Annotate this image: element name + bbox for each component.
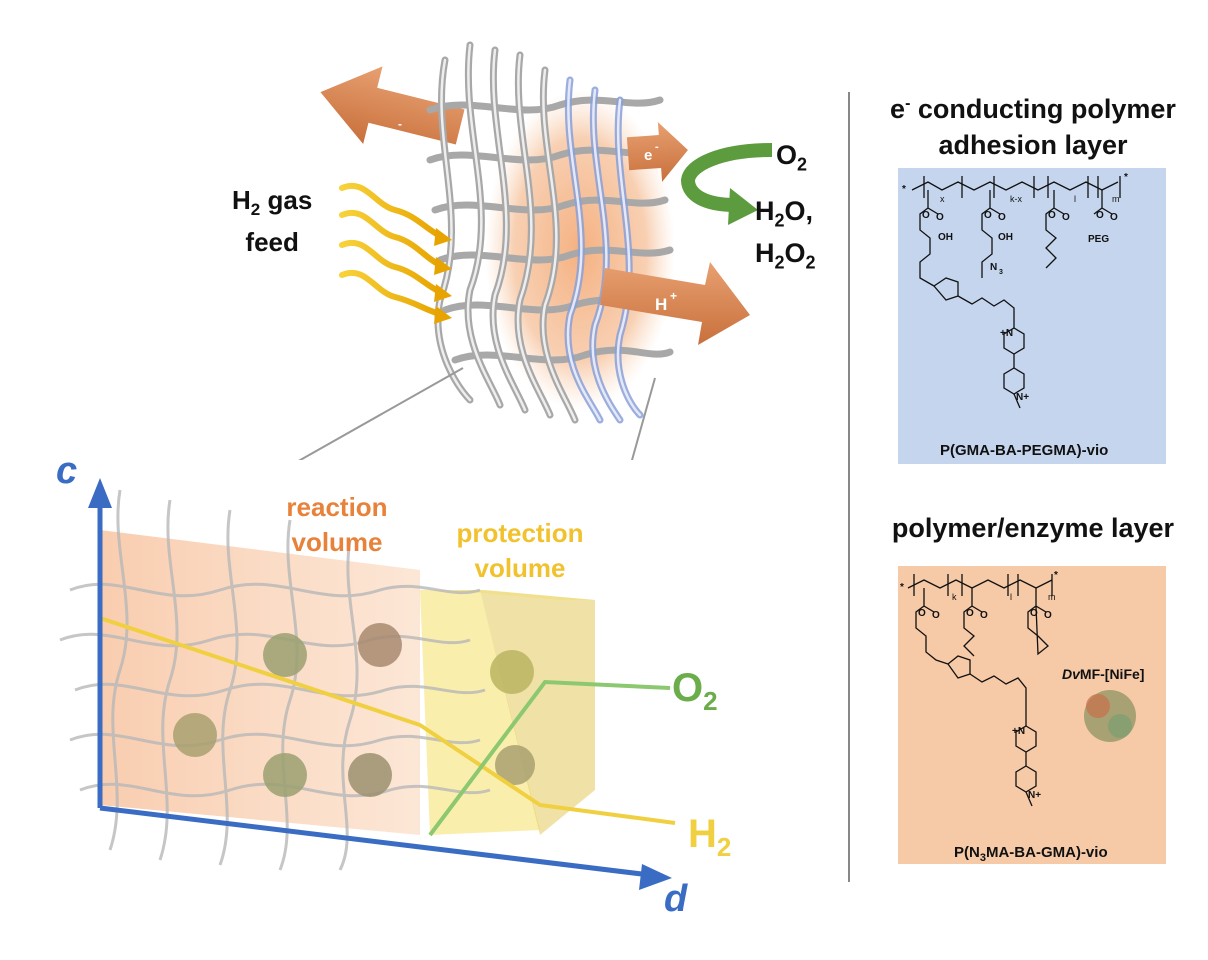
adhesion-layer-title: e- conducting polymer adhesion layer xyxy=(890,94,1176,160)
h2-profile-line xyxy=(99,616,676,825)
svg-text:O: O xyxy=(1110,212,1118,223)
zoom-line-right xyxy=(630,377,656,460)
oxygen-reduction-arrow xyxy=(680,143,773,225)
svg-text:*: * xyxy=(902,184,906,195)
svg-text:m: m xyxy=(1048,592,1056,602)
enzyme-polymer-structure: * * OO OO OO +N N+ k l m xyxy=(900,570,1136,807)
svg-text:PEG: PEG xyxy=(1088,234,1109,245)
svg-text:O: O xyxy=(1096,210,1104,221)
enzyme-polymer-name: P(N3MA-BA-GMA)-vio xyxy=(954,844,1108,864)
svg-text:e: e xyxy=(644,147,652,164)
svg-text:*: * xyxy=(1054,570,1058,581)
svg-text:l: l xyxy=(1010,592,1012,602)
svg-text:O: O xyxy=(922,210,930,221)
svg-text:-: - xyxy=(398,117,402,131)
svg-text:l: l xyxy=(1074,194,1076,204)
svg-text:O: O xyxy=(932,610,940,621)
svg-text:O: O xyxy=(998,212,1006,223)
svg-text:+N: +N xyxy=(1012,726,1025,737)
svg-text:O: O xyxy=(936,212,944,223)
adhesion-polymer-name: P(GMA-BA-PEGMA)-vio xyxy=(940,442,1109,459)
enzyme-label: DvMF-[NiFe] xyxy=(1062,666,1145,682)
water-label: H2O, xyxy=(755,196,814,231)
svg-text:O: O xyxy=(980,610,988,621)
svg-text:O: O xyxy=(1048,210,1056,221)
oxygen-label: O2 xyxy=(776,140,808,175)
svg-text:N+: N+ xyxy=(1016,392,1029,403)
gas-feed-arrowheads xyxy=(434,228,452,324)
protection-volume-top xyxy=(450,590,595,600)
svg-text:*: * xyxy=(900,582,904,593)
svg-text:OH: OH xyxy=(938,232,953,243)
svg-text:*: * xyxy=(1124,172,1128,183)
electrode-illustration: e - xyxy=(298,41,773,460)
reaction-volume-region xyxy=(100,530,420,835)
enzyme-layer-title: polymer/enzyme layer xyxy=(891,513,1175,543)
svg-text:N+: N+ xyxy=(1028,790,1041,801)
svg-text:k-x: k-x xyxy=(1010,194,1022,204)
y-axis-label: c xyxy=(56,450,78,492)
svg-text:O: O xyxy=(1030,608,1038,619)
svg-text:O: O xyxy=(966,608,974,619)
svg-text:O: O xyxy=(918,608,926,619)
peroxide-label: H2O2 xyxy=(755,238,816,273)
svg-text:m: m xyxy=(1112,194,1120,204)
proton-arrow: H + xyxy=(600,262,750,345)
electron-arrow-left: e - xyxy=(320,66,465,145)
svg-text:O: O xyxy=(1062,212,1070,223)
x-axis-label: d xyxy=(664,878,688,920)
electron-arrow-right: e - xyxy=(626,122,688,182)
svg-text:x: x xyxy=(940,194,945,204)
panel-divider xyxy=(848,92,850,882)
zoom-line-left xyxy=(298,367,464,460)
svg-text:H: H xyxy=(655,295,667,314)
svg-text:k: k xyxy=(952,592,957,602)
svg-text:+N: +N xyxy=(1000,328,1013,339)
o2-curve-label: O2 xyxy=(672,666,718,716)
svg-text:OH: OH xyxy=(998,232,1013,243)
svg-text:3: 3 xyxy=(999,269,1003,276)
h2-curve-label: H2 xyxy=(688,812,732,862)
concentration-profile-diagram xyxy=(59,478,676,890)
svg-text:O: O xyxy=(984,210,992,221)
nife-hydrogenase-enzyme xyxy=(1084,690,1136,742)
gas-feed-label: H2 gas feed xyxy=(232,185,313,258)
svg-text:+: + xyxy=(670,289,677,303)
gas-feed-arrows xyxy=(339,182,443,317)
adhesion-polymer-structure: * * OO OO OO OO OH OH N 3 PEG +N N+ x k-… xyxy=(902,172,1128,409)
svg-text:-: - xyxy=(655,141,659,153)
o2-profile-line xyxy=(428,679,671,837)
svg-text:O: O xyxy=(1044,610,1052,621)
svg-text:e: e xyxy=(388,123,397,142)
svg-text:N: N xyxy=(990,262,997,273)
enzyme-molecules xyxy=(173,623,535,797)
axes xyxy=(88,478,672,890)
